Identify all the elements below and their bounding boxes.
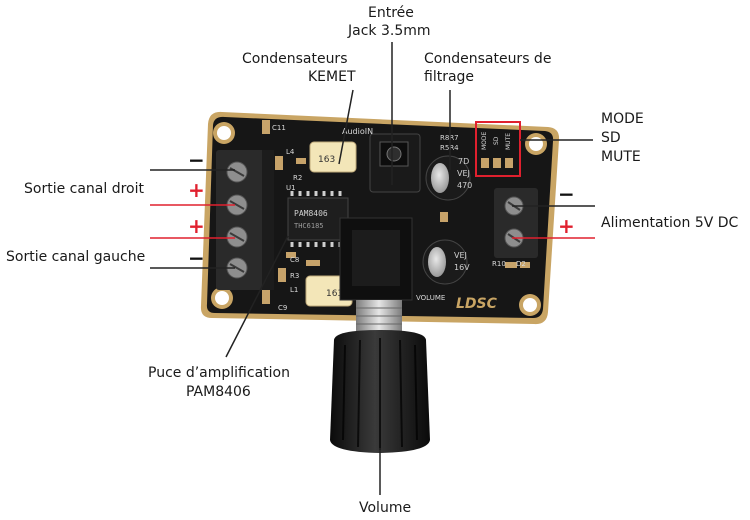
silk-r10: R10 [492, 260, 506, 268]
label-filtrage-line2: filtrage [424, 69, 475, 85]
silk-u1: U1 [286, 184, 296, 192]
silk-l4: L4 [286, 148, 295, 156]
svg-text:470: 470 [457, 181, 472, 190]
output-terminal-block [216, 150, 274, 290]
sign-minus-power: − [558, 182, 575, 206]
silk-volume: VOLUME [416, 294, 445, 302]
potentiometer-body [339, 217, 413, 301]
label-volume: Volume [359, 500, 412, 516]
smd-components [262, 120, 530, 304]
sign-plus-power: + [558, 214, 575, 238]
svg-text:SD: SD [493, 136, 500, 145]
positive-wires [150, 204, 595, 239]
label-entree: Entrée [368, 5, 414, 21]
label-kemet-line1: Condensateurs [242, 51, 348, 67]
label-mode: MODE [601, 111, 644, 127]
svg-text:VEJ: VEJ [457, 169, 470, 178]
power-terminal-block [494, 188, 538, 258]
silk-r3: R3 [290, 272, 299, 280]
svg-text:MODE: MODE [481, 131, 488, 150]
label-sortie-gauche: Sortie canal gauche [6, 249, 146, 265]
silk-audio-in: AudioIN [342, 127, 373, 136]
silk-d2: D2 [516, 260, 526, 268]
label-mute: MUTE [601, 149, 641, 165]
svg-text:MUTE: MUTE [505, 133, 512, 150]
svg-text:163: 163 [326, 289, 343, 299]
chip-code: THC6185 [294, 222, 324, 230]
filter-capacitor-bottom: VEJ 16V [422, 239, 470, 285]
pam8406-chip: PAM8406 THC6185 [287, 191, 349, 247]
sign-minus-left-channel: − [188, 246, 205, 270]
label-kemet-line2: KEMET [308, 69, 356, 85]
switch-highlight-box [475, 121, 521, 177]
sign-plus-left-channel: + [188, 214, 205, 238]
silk-brand: LDSC [456, 296, 498, 312]
svg-text:7D: 7D [458, 157, 469, 166]
pointer-kemet [338, 89, 354, 165]
silk-c8: C8 [290, 256, 299, 264]
silk-l1: L1 [290, 286, 298, 294]
pointer-lines [150, 42, 595, 495]
silk-r2: R2 [293, 174, 302, 182]
pointer-chip [225, 235, 289, 358]
mode-sd-mute-switches: MODE SD MUTE [475, 121, 521, 177]
svg-text:163: 163 [318, 155, 335, 165]
kemet-capacitor-top: 163 [309, 141, 357, 173]
silk-c9: C9 [278, 304, 287, 312]
sign-minus-right-channel: − [188, 148, 205, 172]
audio-jack [369, 133, 421, 193]
filter-capacitor-top: 7D VEJ 470 [425, 155, 472, 201]
svg-text:VEJ: VEJ [454, 251, 467, 260]
label-jack: Jack 3.5mm [348, 23, 431, 39]
label-sd: SD [601, 130, 621, 146]
silk-c11: C11 [272, 124, 286, 132]
svg-text:16V: 16V [454, 263, 470, 272]
label-puce-line2: PAM8406 [186, 384, 251, 400]
volume-knob [330, 300, 430, 453]
sign-plus-right-channel: + [188, 178, 205, 202]
label-alimentation: Alimentation 5V DC [601, 215, 739, 231]
label-puce-line1: Puce d’amplification [148, 365, 290, 381]
label-sortie-droit: Sortie canal droit [24, 181, 144, 197]
label-filtrage-line1: Condensateurs de [424, 51, 552, 67]
chip-label: PAM8406 [294, 209, 328, 218]
